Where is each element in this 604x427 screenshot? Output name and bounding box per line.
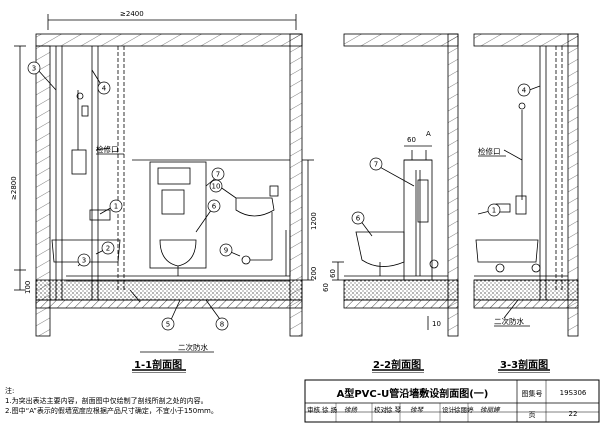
marker-num: 9 [224, 247, 228, 255]
section-title-2-2: 2-2剖面图 [373, 360, 422, 371]
marker-circle [369, 157, 383, 171]
marker-circle [517, 83, 531, 97]
marker-num: 7 [374, 161, 378, 169]
marker-circle [97, 81, 111, 95]
review-label: 审核 [307, 406, 320, 414]
dim-100: 100 [24, 281, 32, 294]
marker-circle [27, 61, 41, 75]
marker-num: 7 [216, 171, 220, 179]
marker-circle [161, 317, 175, 331]
design-label: 设计 [442, 406, 455, 414]
check-label: 校对 [374, 406, 387, 414]
marker-num: 1 [492, 207, 496, 215]
checker: 徐 琴 [386, 406, 402, 414]
marker-num: 2 [106, 245, 110, 253]
label-ercifangshui-3: 二次防水 [494, 316, 524, 326]
marker-num: 8 [220, 321, 224, 329]
dim-10: 10 [432, 320, 441, 328]
marker-group [27, 61, 531, 331]
dim-a: A [426, 130, 431, 138]
title-block-frame [304, 379, 600, 423]
dim-200: 200 [310, 267, 318, 280]
marker-num: 5 [166, 321, 170, 329]
marker-circle [101, 241, 115, 255]
notes-head: 注: [5, 387, 15, 395]
page-number: 22 [568, 410, 578, 418]
dim-height: ≥2800 [10, 176, 18, 200]
designer: 徐丽婷 [454, 406, 474, 414]
labels: 检修口 检修口 二次防水 二次防水 [96, 144, 524, 352]
label-jianxiukou-1: 检修口 [96, 144, 119, 154]
notes: 注: 1.为突出表达主要内容，剖面图中仅绘制了剖线所剖之处的内容。 2.图中“A… [5, 386, 305, 416]
section-title-3-3: 3-3剖面图 [500, 360, 549, 371]
dim-60: 60 [322, 283, 330, 292]
notes-line-2: 2.图中“A”表示的假墙宽度应根据产品尺寸确定，不宜小于150mm。 [5, 407, 218, 415]
reviewer-signature: 徐扬 [344, 406, 357, 414]
notes-line-1: 1.为突出表达主要内容，剖面图中仅绘制了剖线所剖之处的内容。 [5, 397, 208, 405]
marker-num: 1 [114, 203, 118, 211]
dimension-texts: ≥2400 ≥2800 100 1200 200 60 60 60 A 10 [10, 10, 441, 328]
marker-num: 10 [212, 183, 221, 191]
marker-circle [77, 253, 91, 267]
marker-num: 6 [356, 215, 361, 223]
label-jianxiukou-3: 检修口 [478, 146, 501, 156]
dim-width: ≥2400 [120, 10, 144, 18]
section-title-1-1: 1-1剖面图 [134, 360, 183, 371]
page-label: 页 [528, 411, 536, 419]
label-underlines [96, 153, 530, 353]
section-1-1 [14, 14, 314, 337]
marker-num: 4 [522, 87, 527, 95]
marker-num: 3 [32, 65, 36, 73]
marker-circle [109, 199, 123, 213]
designer-signature: 徐丽婷 [480, 406, 500, 414]
dim-60b: 60 [329, 269, 337, 278]
marker-circle [209, 179, 223, 193]
reviewer: 徐 扬 [322, 406, 338, 414]
marker-circle [219, 243, 233, 257]
label-ercifangshui-1: 二次防水 [178, 342, 208, 352]
marker-circle [215, 317, 229, 331]
atlas-label: 图集号 [521, 390, 543, 398]
marker-circle [351, 211, 365, 225]
section-3-3 [473, 33, 579, 337]
marker-num: 3 [82, 257, 86, 265]
marker-num: 6 [212, 203, 217, 211]
section-title-lines [132, 369, 550, 373]
drawing-title: A型PVC-U管沿墙敷设剖面图(一) [336, 389, 489, 400]
marker-numbers: 3 4 1 2 3 7 10 6 9 5 8 7 6 4 1 [32, 65, 527, 329]
section-2-2 [332, 33, 459, 337]
dim-60-top: 60 [407, 136, 416, 144]
marker-num: 4 [102, 85, 107, 93]
checker-signature: 徐琴 [410, 406, 423, 414]
marker-circle [207, 199, 221, 213]
atlas-number: 19S306 [559, 389, 587, 397]
marker-circle [487, 203, 501, 217]
dim-1200: 1200 [310, 212, 318, 230]
